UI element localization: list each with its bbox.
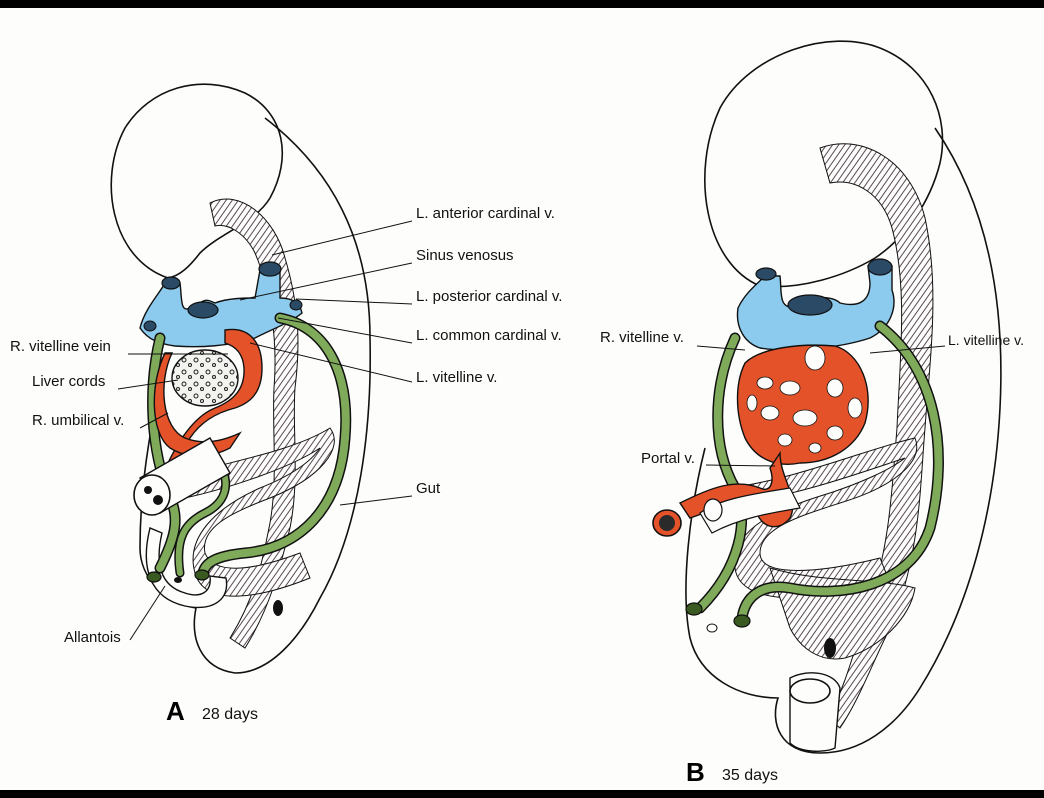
anterior-cardinal-opening-b-right (868, 259, 892, 275)
embryo-illustration (0, 8, 1044, 790)
label-r-umbilical: R. umbilical v. (32, 412, 124, 430)
label-allantois: Allantois (64, 629, 121, 647)
label-r-vitelline-b: R. vitelline v. (600, 329, 684, 347)
liver-cords-a (172, 350, 238, 406)
label-liver-cords: Liver cords (32, 373, 105, 391)
sinus-opening-a (188, 302, 218, 318)
anterior-cardinal-opening-a-left (162, 277, 180, 289)
sinus-opening-b (788, 295, 832, 315)
panel-b-letter: B (686, 758, 705, 786)
panel-b-age: 35 days (722, 767, 778, 785)
label-l-vitelline-b: L. vitelline v. (948, 331, 1024, 349)
posterior-cardinal-opening-a-left (144, 321, 156, 331)
posterior-cardinal-opening-a-right (290, 300, 302, 310)
label-anterior-cardinal: L. anterior cardinal v. (416, 205, 555, 223)
label-posterior-cardinal: L. posterior cardinal v. (416, 288, 562, 306)
panel-a-letter: A (166, 697, 185, 725)
label-gut: Gut (416, 480, 440, 498)
cut-umbilical-b (790, 679, 830, 703)
embryo-a (111, 84, 412, 673)
label-sinus-venosus: Sinus venosus (416, 247, 514, 265)
label-common-cardinal: L. common cardinal v. (416, 327, 562, 345)
anterior-cardinal-opening-b-left (756, 268, 776, 280)
label-r-vitelline-vein: R. vitelline vein (10, 338, 111, 356)
embryo-b (653, 41, 1001, 753)
label-l-vitelline-a: L. vitelline v. (416, 369, 497, 387)
anterior-cardinal-opening-a-right (259, 262, 281, 276)
yolk-stalk-a (134, 475, 170, 515)
panel-a-age: 28 days (202, 706, 258, 724)
label-portal: Portal v. (641, 450, 695, 468)
figure-canvas: L. anterior cardinal v. Sinus venosus L.… (0, 8, 1044, 790)
